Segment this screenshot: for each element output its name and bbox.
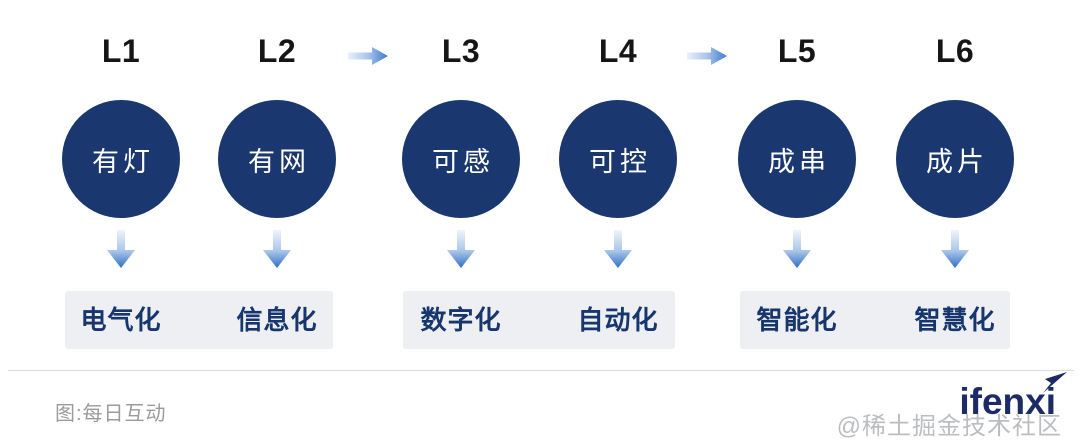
- level-label: L6: [935, 33, 975, 69]
- level-label: L2: [257, 33, 297, 69]
- down-arrow-icon: [604, 230, 632, 268]
- logo-arrow-icon: [1043, 372, 1067, 393]
- level-label: L5: [777, 33, 817, 69]
- ifenxi-logo-text: ifenxi: [959, 381, 1056, 422]
- stage-group-box-1: [65, 291, 333, 349]
- stage-label: 信息化: [236, 305, 318, 335]
- down-arrow-icon: [941, 230, 969, 268]
- level-label: L4: [598, 33, 638, 69]
- level-label: L1: [101, 33, 141, 69]
- source-caption: 图:每日互动: [55, 403, 167, 425]
- stage-label: 智慧化: [914, 305, 996, 335]
- level-circle: 有网: [218, 100, 336, 218]
- level-circle: 可感: [402, 100, 520, 218]
- stage-label: 数字化: [420, 305, 502, 335]
- stage-group-box-3: [740, 291, 1010, 349]
- level-circle: 成串: [738, 100, 856, 218]
- down-arrow-icon: [447, 230, 475, 268]
- right-arrow-icon: [687, 47, 727, 65]
- down-arrow-icon: [107, 230, 135, 268]
- down-arrow-icon: [783, 230, 811, 268]
- watermark: @稀土掘金技术社区: [836, 413, 1062, 440]
- stage-label: 智能化: [756, 305, 838, 335]
- stage-group-box-2: [403, 291, 675, 349]
- footer-divider: [8, 370, 1074, 371]
- level-label: L3: [441, 33, 481, 69]
- level-circle: 有灯: [62, 100, 180, 218]
- ifenxi-logo: ifenxi: [959, 383, 1056, 420]
- down-arrow-icon: [263, 230, 291, 268]
- stage-label: 电气化: [80, 305, 162, 335]
- level-circle: 可控: [559, 100, 677, 218]
- right-arrow-icon: [348, 47, 388, 65]
- level-circle: 成片: [896, 100, 1014, 218]
- stage-label: 自动化: [577, 305, 659, 335]
